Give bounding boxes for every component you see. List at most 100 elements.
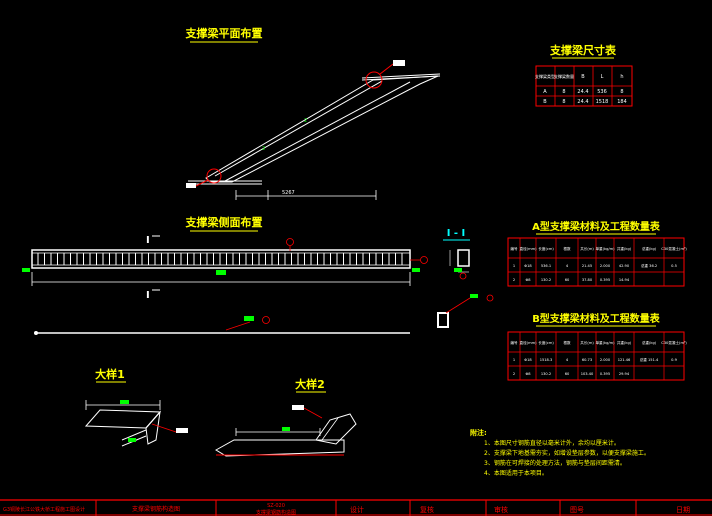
title-block: G3铜陵长江公铁大桥工程施工图设计 支撑梁钢筋构造图 SZ-020 支撑梁钢筋构… (0, 499, 712, 516)
table-cell: 0.395 (600, 372, 610, 376)
section-box (457, 249, 470, 267)
plan-view: 支撑梁平面布置 5267 2 2 (185, 26, 441, 200)
stirrup-lines (37, 253, 403, 265)
table-cell: 2.000 (600, 358, 611, 362)
table-cell: 14.94 (619, 278, 630, 282)
table-header-cell: 单重(kg/m) (595, 340, 615, 345)
table-cell: 103.40 (581, 372, 594, 376)
dims-cell: A (543, 89, 547, 95)
table-header-cell: 长度(cm) (538, 340, 554, 345)
section-cut-top: I (146, 235, 150, 246)
dims-cell: 8 (620, 89, 623, 95)
title-project: G3铜陵长江公铁大桥工程施工图设计 (3, 506, 85, 513)
table-cell: 2.000 (600, 264, 611, 268)
title-check: 复核 (420, 505, 434, 514)
table-a-title: A型支撑梁材料及工程数量表 (532, 220, 661, 233)
dims-cell: 184 (617, 99, 627, 105)
dims-cell: 24.4 (577, 89, 588, 95)
plan-title: 支撑梁平面布置 (185, 26, 263, 40)
stirrup-shape (437, 312, 449, 328)
table-cell: 121.46 (618, 358, 631, 362)
table-b: B型支撑梁材料及工程数量表 编号直径(mm)长度(cm)根数共长(m)单重(kg… (507, 312, 687, 381)
table-a: A型支撑梁材料及工程数量表 编号直径(mm)长度(cm) 根数 共长(m)单重(kg… (507, 220, 687, 287)
title-drawing-no: 图号 (570, 506, 584, 514)
plan-callout-circle-bottom (206, 168, 222, 184)
beam-elevation (31, 249, 411, 269)
detail1-title: 大样1 (95, 367, 125, 381)
table-cell: 总重 151.4 (640, 357, 659, 362)
table-cell: 60 (565, 372, 570, 376)
table-cell: 130.2 (541, 372, 551, 376)
table-cell: 21.45 (582, 264, 592, 268)
svg-text:2: 2 (304, 118, 307, 124)
table-header-cell: 共重(kg) (617, 246, 632, 251)
table-cell: 37.80 (582, 278, 593, 282)
table-header-cell: 根数 (563, 340, 571, 345)
dims-header-l: L (601, 74, 604, 80)
title-drawing: 支撑梁钢筋构造图 (132, 505, 180, 513)
table-cell: 130.2 (541, 278, 551, 282)
table-cell: 0.395 (600, 278, 610, 282)
table-cell: 4 (566, 358, 569, 362)
table-cell: 4 (566, 264, 569, 268)
table-header-cell: 长度(cm) (538, 246, 554, 251)
table-header-cell: 总重(kg) (642, 340, 657, 345)
dims-header-type: 支撑梁类型 (535, 73, 555, 79)
note-line: 1、本图尺寸钢筋直径以毫米计外，余均以厘米计。 (484, 439, 620, 447)
table-header-cell: C30混凝土(m³) (661, 246, 687, 251)
dims-table: 支撑梁尺寸表 支撑梁类型 支撑梁数量 B L h A 8 24.4 536 8 … (535, 43, 633, 107)
table-cell: 0.5 (671, 264, 677, 268)
table-header-cell: 共长(m) (580, 246, 594, 251)
note-line: 3、钢筋在可焊接的处理方法，钢筋与垫层间距需清。 (484, 459, 626, 467)
title-date: 日期 (676, 506, 690, 514)
table-cell: 42.90 (619, 264, 630, 268)
table-header-cell: 共重(kg) (617, 340, 632, 345)
detail-1: 大样1 (84, 367, 188, 447)
table-header-cell: C30混凝土(m³) (661, 340, 687, 345)
dims-cell: 1518 (596, 99, 609, 105)
table-b-grid: 编号直径(mm)长度(cm)根数共长(m)单重(kg/m)共重(kg)总重(kg… (507, 331, 687, 381)
table-cell: 1 (513, 358, 515, 362)
plan-dimension: 5267 2 2 (235, 118, 377, 200)
note-line: 4、本图适用于本项目。 (484, 469, 548, 477)
table-header-cell: 直径(mm) (520, 246, 538, 251)
table-header-cell: 根数 (563, 246, 571, 251)
section-view: I - I (437, 228, 494, 328)
table-cell: 1 (513, 264, 515, 268)
table-header-cell: 单重(kg/m) (595, 246, 615, 251)
dims-table-title: 支撑梁尺寸表 (549, 43, 617, 57)
table-cell: Φ8 (525, 278, 531, 282)
dims-header-b: B (581, 74, 585, 80)
notes-title: 附注: (470, 428, 487, 437)
table-cell: 29.94 (619, 372, 630, 376)
table-header-cell: 编号 (510, 246, 518, 251)
table-header-cell: 总重(kg) (642, 246, 657, 251)
elevation-title: 支撑梁侧面布置 (185, 215, 263, 229)
dims-cell: 536 (597, 89, 607, 95)
dims-cell: B (543, 99, 547, 105)
section-title: I - I (447, 228, 466, 239)
plan-dim-text: 5267 (282, 190, 295, 196)
section-cut-bottom: I (146, 290, 150, 301)
table-cell: 536.1 (541, 264, 551, 268)
table-cell: 2 (513, 278, 515, 282)
dims-cell: 8 (562, 89, 565, 95)
table-cell: 60.73 (582, 358, 592, 362)
title-design: 设计 (350, 505, 364, 514)
table-cell: 2 (513, 372, 515, 376)
dims-header-qty: 支撑梁数量 (554, 73, 574, 79)
table-cell: Φ18 (524, 358, 532, 362)
notes: 附注: 1、本图尺寸钢筋直径以毫米计外，余均以厘米计。 2、支撑梁下地基需夯实，… (470, 428, 650, 477)
title-review: 审核 (494, 505, 508, 514)
table-cell: 总重 36.2 (641, 263, 657, 268)
title-sub: 支撑梁钢筋构造图 (256, 509, 296, 516)
table-cell: 1518.3 (540, 358, 553, 362)
table-header-cell: 直径(mm) (520, 340, 538, 345)
dims-cell: 8 (562, 99, 565, 105)
detail2-title: 大样2 (295, 377, 325, 391)
plan-callout-circle-top (365, 71, 383, 89)
table-header-cell: 编号 (510, 340, 518, 345)
table-a-grid: 编号直径(mm)长度(cm) 根数 共长(m)单重(kg/m)共重(kg) 总重(kg… (507, 237, 687, 287)
svg-text:2: 2 (262, 146, 265, 152)
